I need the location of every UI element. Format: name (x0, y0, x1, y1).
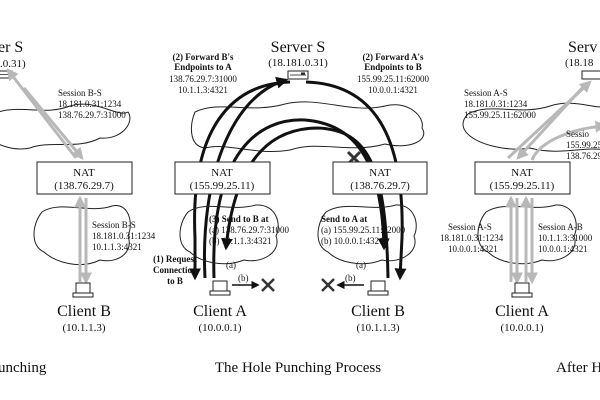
middle-caption: The Hole Punching Process (215, 360, 381, 376)
forward-a-title-2: Endpoints to B (364, 62, 422, 72)
left-client-title: Client B (57, 303, 111, 320)
left-nat-address: (138.76.29.7) (54, 180, 114, 192)
right-session-as-line2: 10.0.0.1:4321 (448, 244, 498, 254)
client-b-address: (10.1.1.3) (356, 322, 399, 334)
nat-a-title: NAT (211, 167, 233, 179)
left-session2-line2: 10.1.1.3:4321 (92, 242, 142, 252)
private-cloud-b (317, 204, 417, 265)
nat-a-box (174, 161, 271, 195)
right-private-cloud (477, 204, 577, 265)
right-session-as-title: Session A-S (448, 222, 492, 232)
left-panel: er S .0.31) Session B-S 18.181.0.31:1234… (0, 39, 156, 376)
request-arrow-to-server (202, 76, 289, 279)
x-mark-icon (261, 278, 275, 292)
left-server-address: .0.31) (0, 58, 26, 70)
right-client-title: Client A (495, 303, 549, 320)
right-session-as-line1: 18.181.0.31:1234 (440, 233, 504, 243)
right-session-b-title: Sessio (566, 129, 590, 139)
nat-a-address: (155.99.25.11) (190, 180, 255, 192)
left-nat-title: NAT (73, 167, 95, 179)
right-server-icon (581, 70, 600, 80)
right-server-title: Serv (568, 39, 597, 56)
right-client-address: (10.0.0.1) (500, 322, 543, 334)
nat-b-title: NAT (369, 167, 391, 179)
right-session-ab-line2: 10.0.0.1:4321 (538, 244, 588, 254)
right-arrow-down-to-nat (516, 84, 586, 160)
left-server-title: er S (0, 39, 23, 56)
left-private-cloud (33, 205, 131, 265)
right-arrow-to-b (530, 120, 600, 161)
private-cloud-a (179, 204, 279, 265)
send-b-line-2: (b) 10.1.1.3:4321 (209, 236, 272, 246)
send-a-title: Send to A at (321, 214, 367, 224)
nat-b-address: (138.76.29.7) (350, 180, 410, 192)
forward-a-title-1: (2) Forward A's (363, 52, 424, 62)
right-nat-address: (155.99.25.11) (490, 180, 555, 192)
computer-icon (209, 280, 231, 296)
right-caption: After H (556, 360, 600, 376)
middle-panel: Server S (18.181.0.31) (2) Forward B's E… (153, 39, 429, 376)
right-session-ab-line1: 10.1.1.3:31000 (538, 233, 593, 243)
right-session-title: Session A-S (464, 88, 508, 98)
right-nat-title: NAT (511, 167, 533, 179)
client-b-title: Client B (351, 303, 405, 320)
computer-icon (367, 280, 389, 296)
nat-b-box (332, 161, 428, 195)
forward-b-line-1: 138.76.29.7:31000 (169, 74, 237, 84)
request-line-2: Connection (153, 265, 197, 275)
left-session-title: Session B-S (58, 88, 102, 98)
x-mark-icon (321, 278, 335, 292)
right-computer-icon (511, 282, 533, 298)
left-computer-icon (72, 282, 94, 298)
client-a-address: (10.0.0.1) (198, 322, 241, 334)
forward-a-line-1: 155.99.25.11:62000 (357, 74, 429, 84)
right-session-b-line1: 155.99.25 (566, 140, 600, 150)
left-nat-box (36, 161, 133, 195)
send-arrow-b-to-a (221, 126, 390, 279)
send-a-line-2: (b) 10.0.0.1:4321 (321, 236, 384, 246)
right-nat-box (474, 161, 571, 195)
client-a-title: Client A (193, 303, 247, 320)
server-icon (287, 70, 309, 80)
left-caption: unching (0, 360, 47, 376)
forward-b-title-2: Endpoints to A (174, 62, 232, 72)
left-client-address: (10.1.1.3) (62, 322, 105, 334)
forward-arrow-to-b (305, 80, 407, 281)
mark-a-left: (a) (226, 260, 236, 270)
send-a-line-1: (a) 155.99.25.11:62000 (321, 225, 406, 235)
left-arrow-down-to-nat (22, 87, 84, 160)
forward-a-line-2: 10.0.0.1:4321 (368, 85, 418, 95)
left-arrow-up-to-server (6, 68, 78, 159)
server-title: Server S (271, 39, 326, 56)
right-session-b-line2: 138.76.29 (566, 151, 600, 161)
send-b-line-1: (a) 138.76.29.7:31000 (209, 225, 289, 235)
right-session-line1: 18.181.0.31:1234 (464, 99, 528, 109)
forward-b-title-1: (2) Forward B's (173, 52, 234, 62)
right-server-address: (18.18 (565, 57, 594, 69)
left-session2-title: Session B-S (92, 220, 136, 230)
request-line-3: to B (167, 276, 183, 286)
left-session2-line1: 18.181.0.31:1234 (92, 231, 156, 241)
left-internet-cloud (0, 103, 131, 150)
mark-b-left: (b) (238, 273, 249, 283)
forward-b-line-2: 10.1.1.3:4321 (178, 85, 228, 95)
forward-arrow-to-a (189, 80, 291, 281)
right-internet-cloud (462, 102, 600, 152)
send-b-title: (3) Send to B at (209, 214, 269, 224)
request-line-1: (1) Request (153, 254, 197, 264)
mark-b-right: (b) (345, 273, 356, 283)
right-panel: Serv (18.18 Session A-S 18.181.0.31:1234… (440, 39, 600, 376)
right-session-line2: 155.99.25.11:62000 (464, 110, 536, 120)
mark-a-right: (a) (356, 260, 366, 270)
left-session-line1: 18.181.0.31:1234 (58, 99, 122, 109)
right-session-ab-title: Session A-B (538, 222, 583, 232)
server-address: (18.181.0.31) (268, 57, 328, 69)
left-session-line2: 138.76.29.7:31000 (58, 110, 126, 120)
